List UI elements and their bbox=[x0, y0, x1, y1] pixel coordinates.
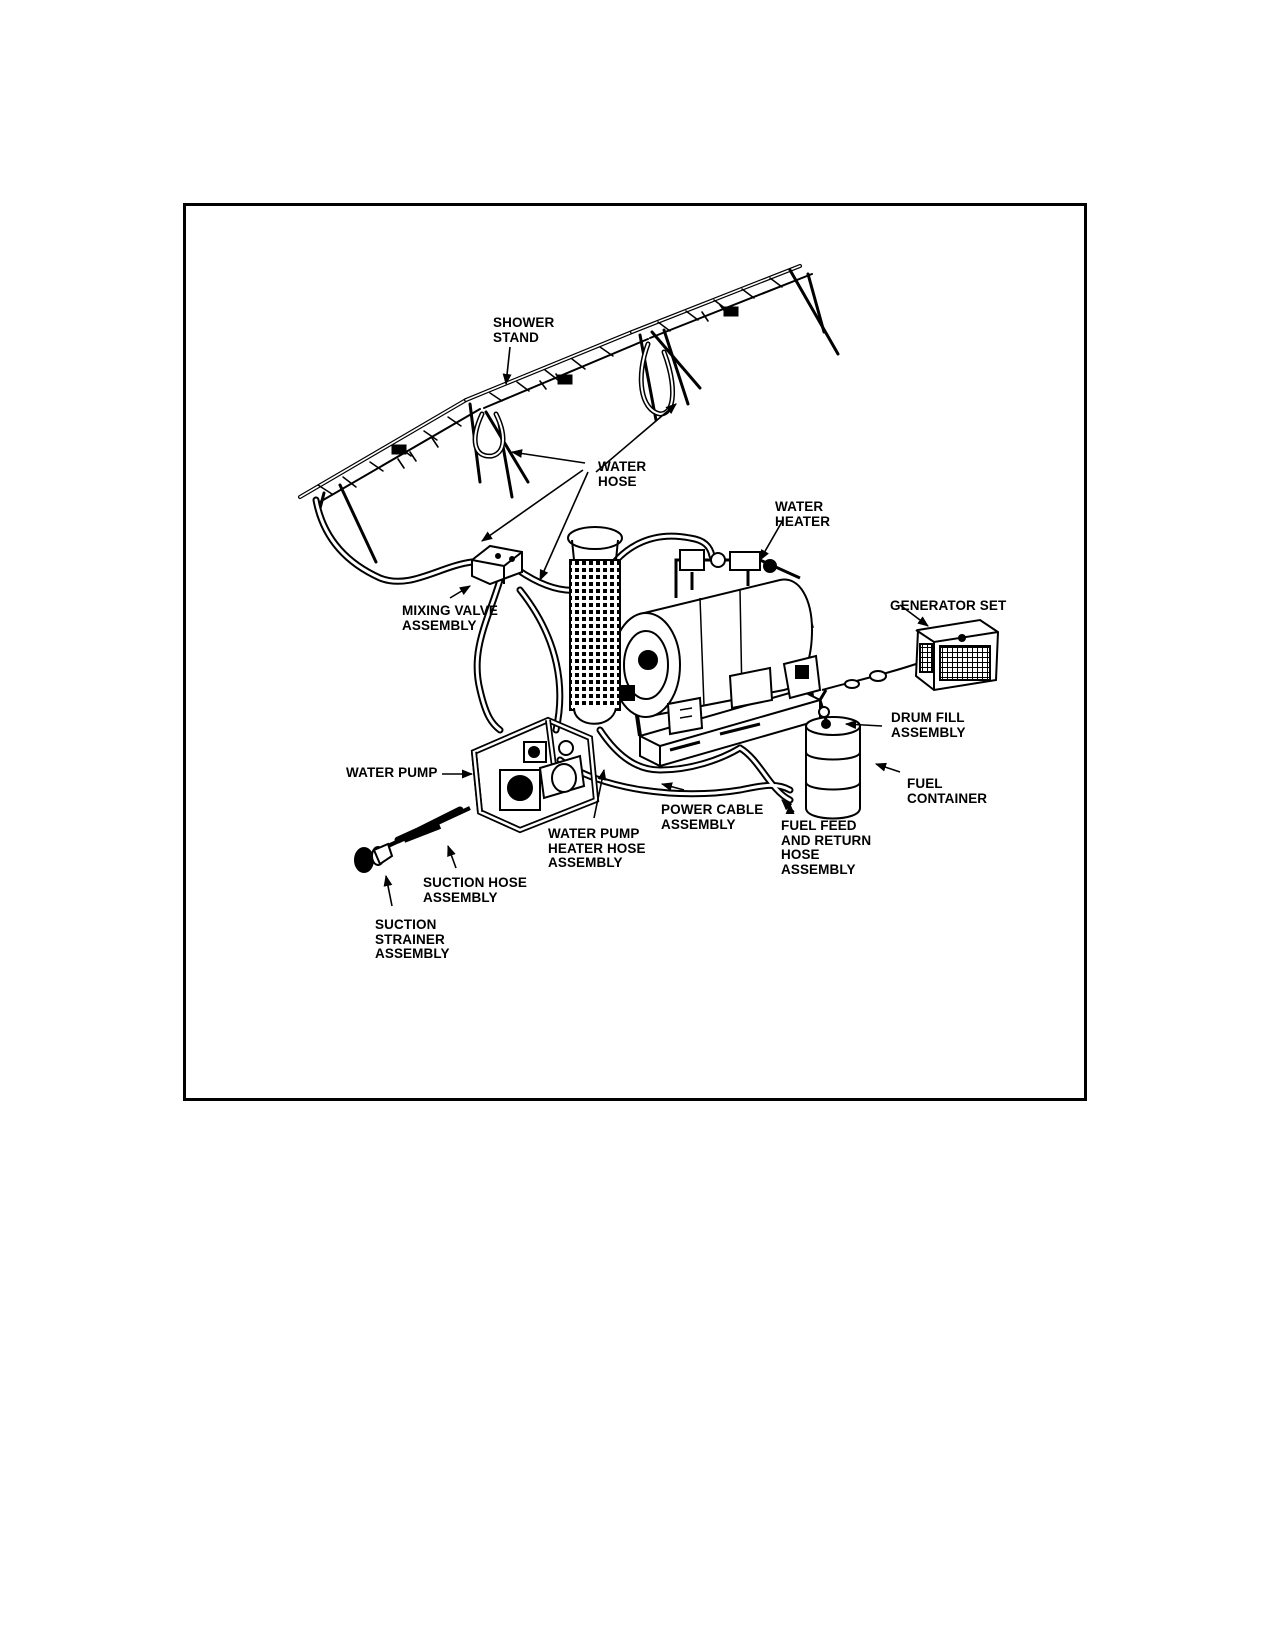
figure-frame bbox=[183, 203, 1087, 1101]
leader-arrows bbox=[383, 346, 929, 907]
shower-stand bbox=[298, 264, 840, 564]
label-water-heater: WATER HEATER bbox=[775, 499, 831, 529]
label-water-pump-heater-hose-assembly: WATER PUMP HEATER HOSE ASSEMBLY bbox=[548, 826, 646, 870]
label-water-hose: WATER HOSE bbox=[598, 459, 647, 489]
label-fuel-feed-and-return-hose-assembly: FUEL FEED AND RETURN HOSE ASSEMBLY bbox=[781, 818, 872, 877]
label-fuel-container: FUEL CONTAINER bbox=[907, 776, 988, 806]
water-heater bbox=[567, 526, 822, 768]
label-mixing-valve-assembly: MIXING VALVE ASSEMBLY bbox=[402, 603, 498, 633]
label-suction-hose-assembly: SUCTION HOSE ASSEMBLY bbox=[423, 875, 527, 905]
label-generator-set: GENERATOR SET bbox=[890, 598, 1007, 613]
label-shower-stand: SHOWER STAND bbox=[493, 315, 555, 345]
label-water-pump: WATER PUMP bbox=[346, 765, 438, 780]
label-suction-strainer-assembly: SUCTION STRAINER ASSEMBLY bbox=[375, 917, 450, 961]
water-pump bbox=[470, 716, 600, 834]
generator-set bbox=[821, 618, 1000, 692]
suction-strainer bbox=[354, 806, 471, 873]
mixing-valve bbox=[471, 544, 523, 586]
fuel-container bbox=[805, 689, 861, 820]
label-drum-fill-assembly: DRUM FILL ASSEMBLY bbox=[891, 710, 966, 740]
label-power-cable-assembly: POWER CABLE ASSEMBLY bbox=[661, 802, 764, 832]
